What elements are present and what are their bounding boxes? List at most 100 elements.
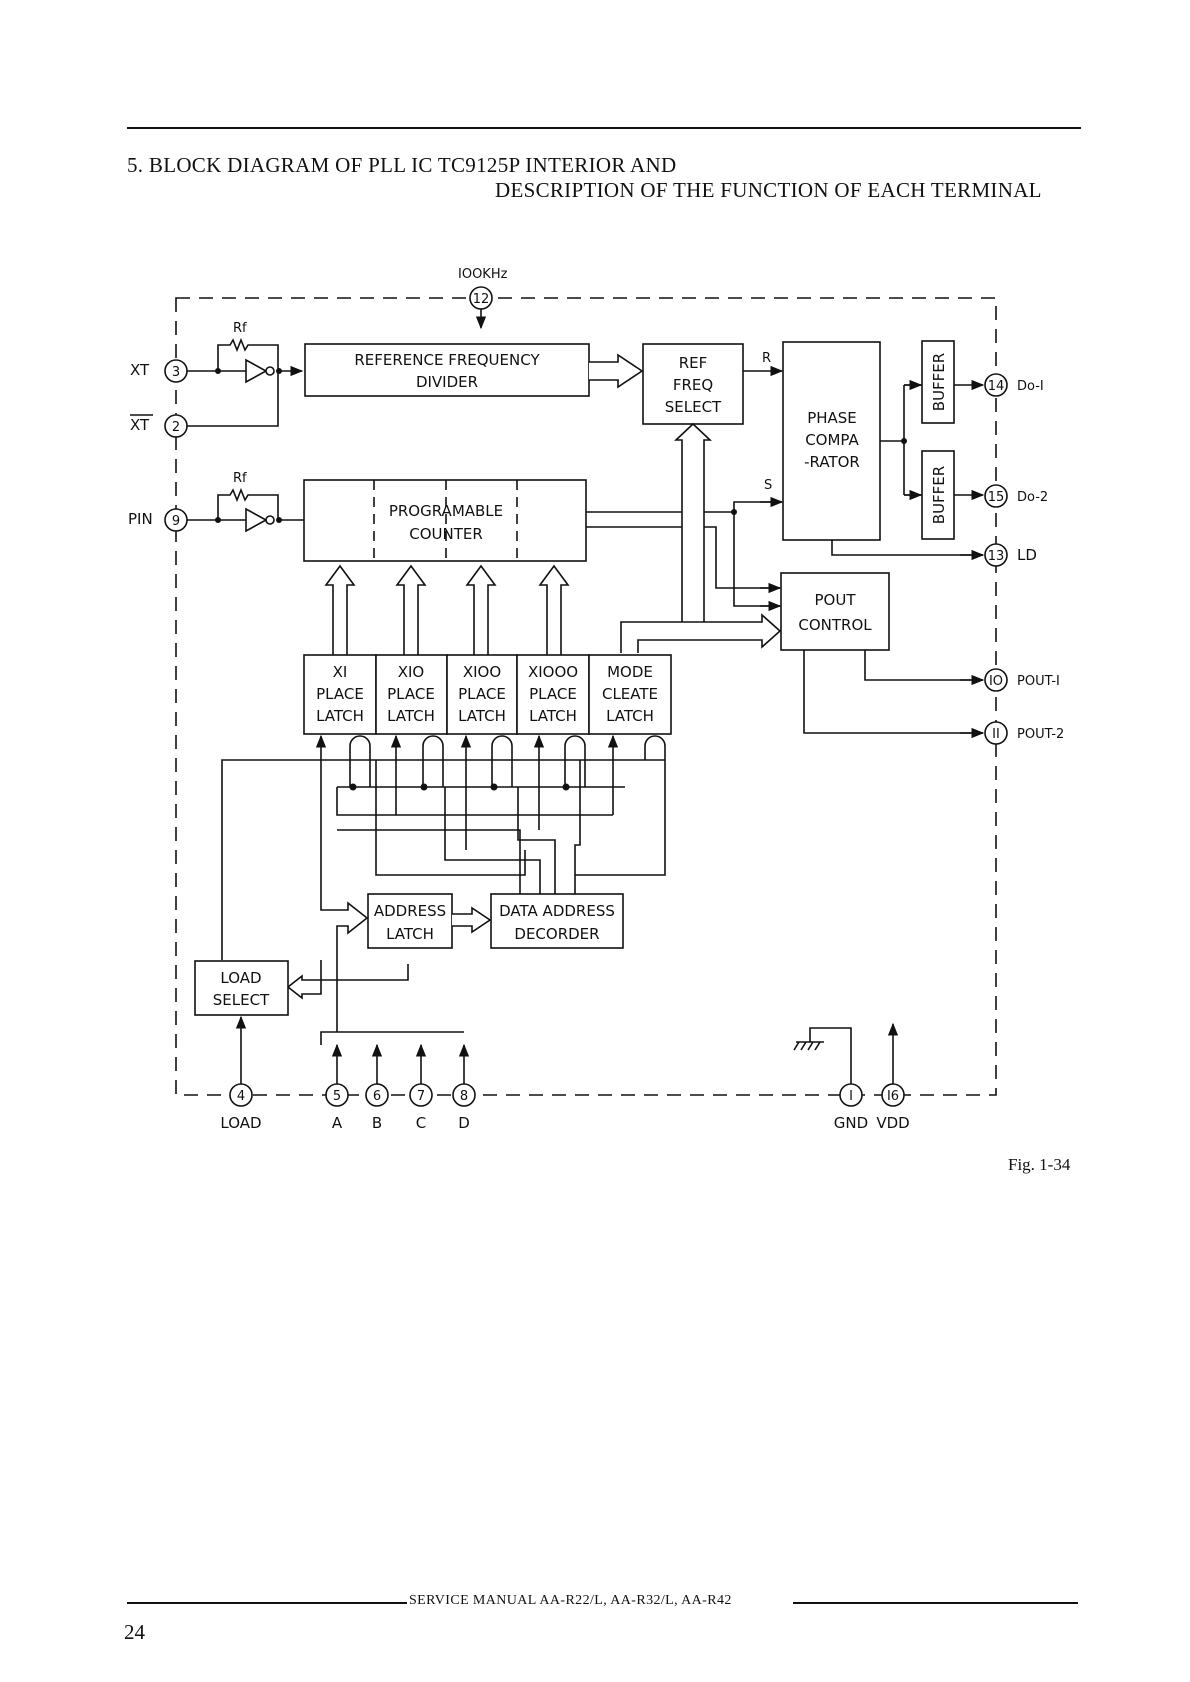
svg-text:I: I <box>849 1089 853 1104</box>
svg-text:XIOO: XIOO <box>463 663 501 681</box>
svg-text:REF: REF <box>679 354 708 372</box>
svg-text:FREQ: FREQ <box>673 376 713 394</box>
svg-text:PLACE: PLACE <box>458 685 506 703</box>
pout1-label: POUT-I <box>1017 674 1060 689</box>
heading-line-1: 5. BLOCK DIAGRAM OF PLL IC TC9125P INTER… <box>127 153 677 177</box>
gnd-label: GND <box>834 1114 868 1132</box>
svg-text:5: 5 <box>333 1089 341 1104</box>
svg-text:7: 7 <box>417 1089 425 1104</box>
svg-text:SELECT: SELECT <box>213 991 270 1009</box>
svg-text:14: 14 <box>988 379 1005 394</box>
d-label: D <box>458 1114 470 1132</box>
xt-bar-label: XT <box>130 416 150 434</box>
svg-text:LATCH: LATCH <box>386 925 434 943</box>
rf-label-2: Rf <box>233 471 247 486</box>
pin-11-node: II <box>984 721 1008 745</box>
rf-label-1: Rf <box>233 321 247 336</box>
pin-5-node: 5 <box>325 1083 349 1107</box>
do2-label: Do-2 <box>1017 490 1048 505</box>
svg-text:ADDRESS: ADDRESS <box>374 902 446 920</box>
pin-8-node: 8 <box>452 1083 476 1107</box>
address-latch-block <box>367 893 453 949</box>
svg-text:SELECT: SELECT <box>665 398 722 416</box>
svg-text:I6: I6 <box>887 1089 899 1104</box>
svg-text:3: 3 <box>172 365 180 380</box>
svg-text:COUNTER: COUNTER <box>409 525 483 543</box>
svg-text:BUFFER: BUFFER <box>930 353 948 411</box>
a-label: A <box>332 1114 343 1132</box>
buffer-2-block <box>921 450 955 540</box>
svg-text:LATCH: LATCH <box>529 707 577 725</box>
svg-text:BUFFER: BUFFER <box>930 466 948 524</box>
xt-wiring <box>187 337 279 427</box>
svg-text:DIVIDER: DIVIDER <box>416 373 478 391</box>
pin-label: PIN <box>128 510 153 528</box>
block-diagram: IOOKHz 12 XT 3 XT 2 Rf PIN 9 Rf REFERENC… <box>128 267 1064 1132</box>
xt-label: XT <box>130 361 150 379</box>
xt-inverter <box>245 358 268 384</box>
programable-counter-block <box>303 479 587 562</box>
vdd-label: VDD <box>876 1114 909 1132</box>
svg-text:XIOOO: XIOOO <box>528 663 578 681</box>
svg-text:8: 8 <box>460 1089 468 1104</box>
svg-text:II: II <box>992 727 1000 742</box>
pin-6-node: 6 <box>365 1083 389 1107</box>
latch-input-wiring <box>221 734 666 960</box>
pin-9-node: 9 <box>164 508 188 532</box>
svg-text:XI: XI <box>333 663 348 681</box>
svg-text:LOAD: LOAD <box>220 969 261 987</box>
signal-r: R <box>762 351 771 366</box>
pin-1-node: I <box>839 1083 863 1107</box>
ic-outline <box>175 297 997 1096</box>
svg-text:4: 4 <box>237 1089 245 1104</box>
pin-3-node: 3 <box>164 359 188 383</box>
pin-2-node: 2 <box>164 414 188 438</box>
pin-wiring <box>187 487 279 521</box>
svg-text:PHASE: PHASE <box>807 409 857 427</box>
figure-label: Fig. 1-34 <box>1008 1155 1071 1174</box>
pin-14-node: 14 <box>984 373 1008 397</box>
phase-comparator-block <box>782 341 881 541</box>
svg-text:-RATOR: -RATOR <box>804 453 860 471</box>
load-select-block <box>194 960 289 1016</box>
ref-freq-select-block <box>642 343 744 425</box>
svg-text:DECORDER: DECORDER <box>514 925 599 943</box>
svg-text:XIO: XIO <box>398 663 425 681</box>
b-label: B <box>372 1114 382 1132</box>
svg-text:CLEATE: CLEATE <box>602 685 658 703</box>
svg-text:REFERENCE FREQUENCY: REFERENCE FREQUENCY <box>354 351 540 369</box>
ground-icon <box>793 1027 852 1084</box>
freq-label: IOOKHz <box>458 267 508 282</box>
pin-12-node: 12 <box>469 286 493 310</box>
do1-label: Do-I <box>1017 379 1044 394</box>
svg-text:2: 2 <box>172 420 180 435</box>
pin-13-node: 13 <box>984 543 1008 567</box>
svg-text:13: 13 <box>988 549 1005 564</box>
ld-label: LD <box>1017 546 1037 564</box>
pin-4-node: 4 <box>229 1083 253 1107</box>
svg-text:LATCH: LATCH <box>316 707 364 725</box>
c-label: C <box>416 1114 426 1132</box>
svg-text:15: 15 <box>988 490 1005 505</box>
svg-text:POUT: POUT <box>815 591 857 609</box>
svg-text:PLACE: PLACE <box>316 685 364 703</box>
top-rule <box>127 127 1081 129</box>
load-label: LOAD <box>220 1114 261 1132</box>
footer-rule-left <box>127 1602 407 1604</box>
latch-row <box>303 654 672 735</box>
svg-text:CONTROL: CONTROL <box>798 616 872 634</box>
svg-text:COMPA: COMPA <box>805 431 859 449</box>
svg-text:PLACE: PLACE <box>387 685 435 703</box>
svg-text:9: 9 <box>172 514 180 529</box>
svg-text:LATCH: LATCH <box>387 707 435 725</box>
svg-text:12: 12 <box>473 292 490 307</box>
pout2-label: POUT-2 <box>1017 727 1064 742</box>
data-address-decorder-block <box>490 893 624 949</box>
buffer-1-block <box>921 340 955 424</box>
page-number: 24 <box>124 1620 145 1644</box>
svg-text:PLACE: PLACE <box>529 685 577 703</box>
svg-text:MODE: MODE <box>607 663 653 681</box>
svg-text:LATCH: LATCH <box>458 707 506 725</box>
pin-inverter <box>245 507 268 533</box>
pin-7-node: 7 <box>409 1083 433 1107</box>
